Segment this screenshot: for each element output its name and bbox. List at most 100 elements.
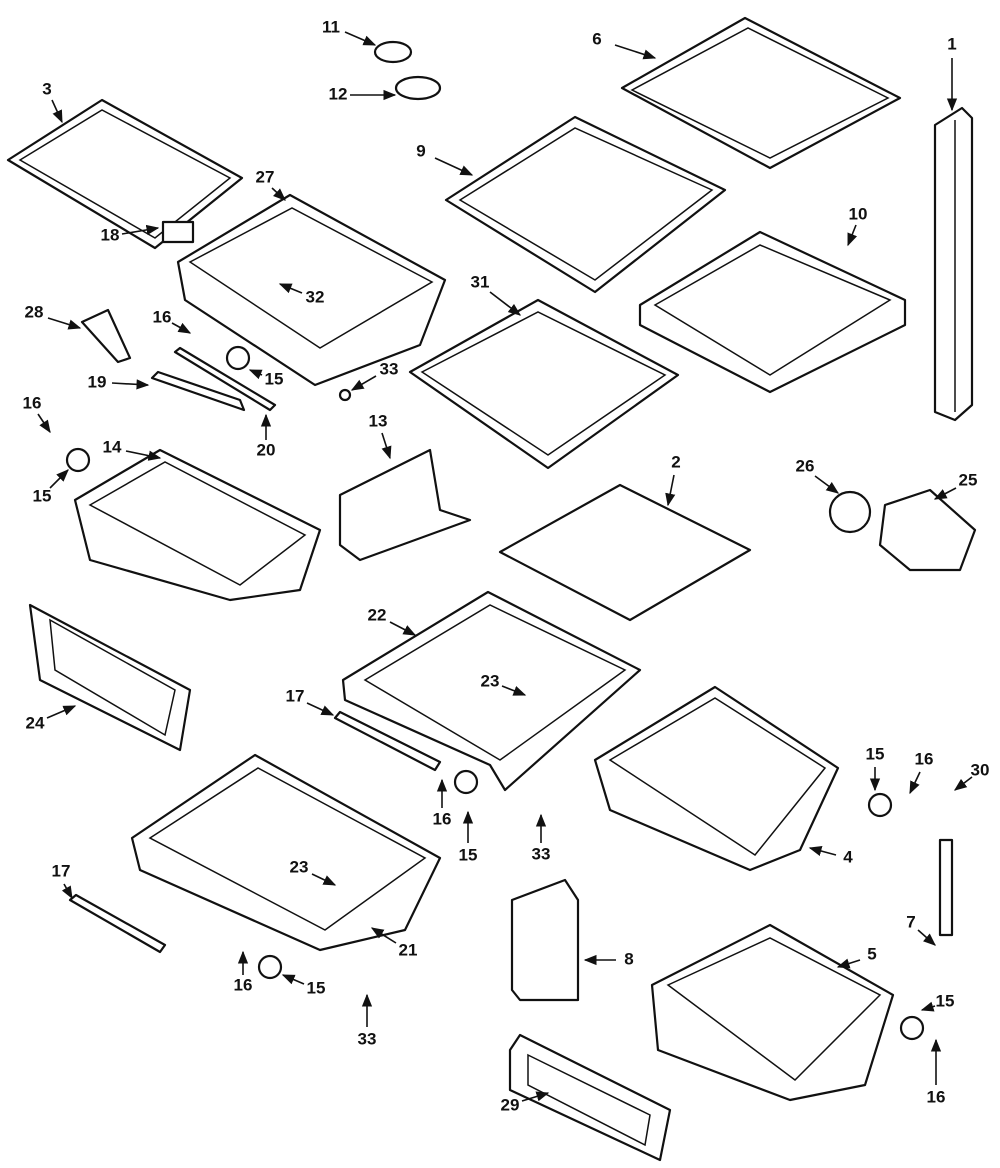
callout-number: 15 xyxy=(459,845,478,864)
callout-33: 33 xyxy=(350,359,398,391)
part-rail-20 xyxy=(173,346,277,412)
callout-19: 19 xyxy=(88,372,150,391)
callout-24: 24 xyxy=(26,705,77,732)
callout-number: 10 xyxy=(849,204,868,223)
callout-2: 2 xyxy=(665,452,681,507)
callout-number: 15 xyxy=(936,991,955,1010)
callout-21: 21 xyxy=(370,927,418,959)
callout-number: 33 xyxy=(358,1029,377,1048)
callout-number: 11 xyxy=(322,17,340,36)
part-bracket-28 xyxy=(80,308,132,364)
part-lamp-housing-25 xyxy=(878,488,977,572)
part-rail-17a xyxy=(333,710,442,772)
callout-arrow xyxy=(920,1001,936,1012)
callout-number: 7 xyxy=(906,912,915,931)
part-cover-24 xyxy=(28,603,192,752)
callout-number: 29 xyxy=(501,1095,520,1114)
callout-12: 12 xyxy=(329,84,397,103)
callout-1: 1 xyxy=(946,34,958,112)
callout-number: 13 xyxy=(369,411,388,430)
part-shelf-22 xyxy=(341,590,642,792)
part-shelf-9 xyxy=(444,115,727,294)
part-roller-15a xyxy=(225,345,251,371)
part-cover-29 xyxy=(508,1033,672,1162)
callout-16: 16 xyxy=(927,1038,946,1106)
callout-13: 13 xyxy=(369,411,392,460)
callout-7: 7 xyxy=(906,912,936,946)
part-bracket-18 xyxy=(161,220,195,244)
part-roller-15b xyxy=(65,447,91,473)
part-rail-1 xyxy=(933,106,974,422)
callout-number: 15 xyxy=(265,369,284,388)
callout-arrow xyxy=(271,187,286,201)
callout-number: 23 xyxy=(290,857,309,876)
callout-26: 26 xyxy=(796,456,840,494)
callout-number: 27 xyxy=(256,167,275,186)
callout-arrow xyxy=(665,474,676,507)
callout-10: 10 xyxy=(847,204,868,247)
callout-arrow xyxy=(47,317,82,330)
part-rail-17b xyxy=(68,893,167,954)
callout-number: 20 xyxy=(257,440,276,459)
callout-number: 3 xyxy=(42,79,51,98)
callout-arrow xyxy=(49,469,69,489)
part-screw-33a xyxy=(338,388,352,402)
callout-number: 8 xyxy=(624,949,633,968)
callout-20: 20 xyxy=(257,413,276,459)
callout-number: 16 xyxy=(927,1087,946,1106)
part-cap-11 xyxy=(373,40,413,64)
part-glass-2 xyxy=(498,483,752,622)
part-rail-19 xyxy=(150,370,246,412)
callout-arrow xyxy=(350,375,377,391)
callout-32: 32 xyxy=(278,283,324,306)
callout-arrow xyxy=(917,929,936,946)
callout-number: 26 xyxy=(796,456,815,475)
callout-16: 16 xyxy=(23,393,51,434)
callout-arrow xyxy=(381,432,392,460)
callout-27: 27 xyxy=(256,167,286,201)
callout-number: 28 xyxy=(25,302,44,321)
callout-14: 14 xyxy=(103,437,162,461)
callout-number: 1 xyxy=(947,34,956,53)
callout-9: 9 xyxy=(416,141,474,176)
callout-arrow xyxy=(434,157,474,176)
callout-arrow xyxy=(111,379,150,390)
callout-number: 21 xyxy=(399,940,418,959)
callout-arrow xyxy=(278,283,303,294)
callout-15: 15 xyxy=(248,369,284,388)
callout-arrow xyxy=(281,974,305,985)
callout-arrow xyxy=(614,44,657,60)
callout-number: 17 xyxy=(286,686,305,705)
callout-18: 18 xyxy=(101,224,160,244)
part-crisper-14 xyxy=(73,448,322,602)
callout-arrow xyxy=(171,322,192,334)
callout-arrow xyxy=(953,776,973,791)
callout-25: 25 xyxy=(933,470,978,500)
callout-28: 28 xyxy=(25,302,82,330)
callout-number: 16 xyxy=(234,975,253,994)
callout-arrow xyxy=(836,958,861,969)
callout-arrow xyxy=(814,475,840,494)
callout-17: 17 xyxy=(286,686,335,716)
callout-arrow xyxy=(521,1091,550,1102)
callout-number: 24 xyxy=(26,713,45,732)
callout-number: 15 xyxy=(866,744,885,763)
callout-5: 5 xyxy=(836,944,877,969)
callout-arrow xyxy=(389,621,417,636)
part-roller-15e xyxy=(257,954,283,980)
callout-number: 30 xyxy=(971,760,990,779)
callout-number: 15 xyxy=(33,486,52,505)
callout-arrow xyxy=(306,702,335,716)
callout-15: 15 xyxy=(459,810,478,864)
part-frame-10 xyxy=(638,230,907,394)
callout-arrow xyxy=(847,224,858,247)
callout-number: 19 xyxy=(88,372,107,391)
callout-number: 17 xyxy=(52,861,71,880)
callout-number: 12 xyxy=(329,84,348,103)
callout-number: 25 xyxy=(959,470,978,489)
callout-number: 31 xyxy=(471,272,490,291)
callout-number: 2 xyxy=(671,452,680,471)
callout-23: 23 xyxy=(290,857,337,886)
callout-11: 11 xyxy=(322,17,377,46)
